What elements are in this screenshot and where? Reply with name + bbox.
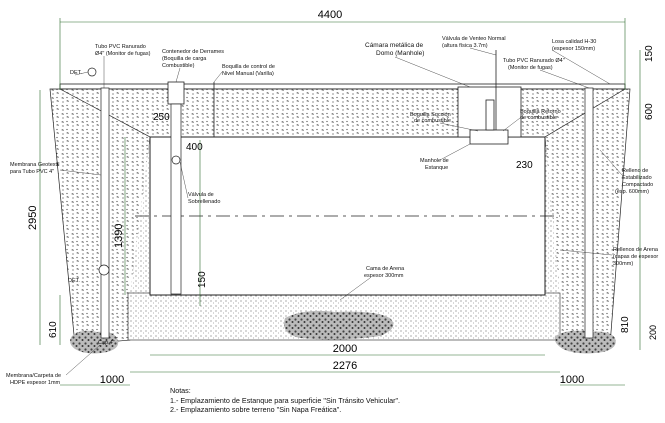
label-camara-1: Cámara metálica de (365, 42, 424, 49)
label-membrana-carpeta-2: HDPE espesor 1mm (10, 380, 61, 386)
label-valvula-venteo-2: (altura física 3.7m) (442, 43, 488, 49)
label-manhole-1: Manhole de (420, 158, 449, 164)
top-slab (59, 83, 626, 90)
notes-section: Notas: 1.- Emplazamiento de Estanque par… (170, 386, 400, 415)
label-membrana-1: Membrana Geotextil (10, 162, 60, 168)
right-tube-body (584, 87, 594, 339)
label-camara-2: Domo (Manhole) (376, 50, 424, 57)
label-tubo-pvc-left-2: Ø4" (Monitor de fugas) (95, 51, 151, 57)
label-boquilla-succion-1: Boquilla Succión (410, 112, 451, 118)
det-circle-mid (98, 264, 110, 276)
label-tubo-pvc-right-2: (Monitor de fugas) (508, 65, 553, 71)
spill-container (167, 81, 185, 105)
label-boquilla-control-2: Nivel Manual (Varilla) (222, 71, 274, 77)
gravel-center (284, 310, 394, 340)
dim-tube-offset: 250 (153, 112, 170, 123)
left-monitor-tube (87, 67, 110, 339)
fill-pipe-body (170, 103, 182, 295)
label-boquilla-retorno-2: de combustible (520, 115, 557, 121)
label-cama-2: espesor 300mm (364, 273, 404, 279)
label-tubo-pvc-right-1: Tubo PVC Ranurado Ø4" (503, 58, 565, 64)
left-tube-body (100, 87, 110, 339)
overfill-valve (171, 155, 181, 165)
dim-bottom-right-200: 200 (648, 325, 658, 340)
label-boquilla-succion-2: de combustible (414, 118, 451, 124)
dim-bottom-left: 610 (48, 321, 59, 338)
label-relleno-est-1: Relleno de (622, 168, 648, 174)
dim-tank-height: 1390 (113, 224, 125, 248)
dim-total-width: 4400 (318, 9, 342, 21)
manhole (457, 50, 522, 145)
label-valvula-sobre-2: Sobrellenado (188, 199, 220, 205)
label-contenedor-2: (Boquilla de carga (162, 56, 207, 62)
label-contenedor-1: Contenedor de Derrames (162, 49, 224, 55)
dim-spacing-400: 400 (186, 142, 203, 153)
det-circle-top (87, 67, 97, 77)
gravel-right (554, 330, 616, 354)
label-rellenos-arena-2: (capas de espesor (613, 254, 658, 260)
label-relleno-est-2: Estabilizado (622, 175, 652, 181)
dim-tank-inner: 2000 (333, 343, 357, 355)
label-cama-1: Cama de Arena (366, 266, 405, 272)
notes-line-1: 1.- Emplazamiento de Estanque para super… (170, 395, 401, 405)
label-rellenos-arena-3: 300mm) (613, 261, 633, 267)
annotation-labels: Tubo PVC Ranurado Ø4" (Monitor de fugas)… (6, 36, 659, 386)
dim-total-height: 2950 (27, 206, 39, 230)
manhole-pipe (485, 99, 495, 131)
label-boquilla-retorno-1: Boquilla Retorno (520, 109, 561, 115)
dim-top-slab: 150 (644, 45, 655, 62)
label-valvula-sobre-1: Válvula de (188, 192, 214, 198)
dim-manhole-230: 230 (516, 160, 533, 171)
dim-slab-depth: 600 (644, 103, 655, 120)
label-valvula-venteo-1: Válvula de Venteo Normal (442, 36, 506, 42)
dim-tank-outer: 2276 (333, 360, 357, 372)
tank (135, 136, 560, 296)
label-det-mid: DET. (68, 278, 80, 284)
label-relleno-est-3: Compactado (622, 182, 653, 188)
label-membrana-carpeta-1: Membrana/Carpeta de (6, 373, 61, 379)
dim-bottom-right: 810 (620, 316, 631, 333)
fill-pipe (167, 81, 215, 295)
label-cap: Cap 4" (98, 340, 115, 346)
label-membrana-2: para Tubo PVC 4" (10, 169, 54, 175)
label-det-top: DET. (70, 70, 82, 76)
right-monitor-tube (584, 87, 594, 339)
label-losa-2: (espesor 150mm) (552, 46, 595, 52)
dim-side-right: 1000 (560, 374, 584, 386)
notes-line-2: 2.- Emplazamiento sobre terreno "Sin Nap… (170, 405, 342, 414)
dimension-lines (39, 18, 641, 386)
label-tubo-pvc-left-1: Tubo PVC Ranurado (95, 44, 146, 50)
label-contenedor-3: Combustible) (162, 63, 195, 69)
label-relleno-est-4: (esp. 600mm) (615, 189, 649, 195)
label-boquilla-control-1: Boquilla de control de (222, 64, 275, 70)
leader-lines (59, 47, 623, 376)
dim-side-left: 1000 (100, 374, 124, 386)
notes-title: Notas: (170, 386, 191, 395)
label-losa-1: Losa calidad H-30 (552, 39, 596, 45)
manhole-base (469, 129, 509, 145)
label-manhole-2: Estanque (425, 165, 448, 171)
dim-mid-150: 150 (197, 271, 208, 288)
label-rellenos-arena-1: Rellenos de Arena (613, 247, 659, 253)
dimension-texts: 4400 150 600 2950 1390 250 400 230 150 6… (27, 9, 658, 386)
